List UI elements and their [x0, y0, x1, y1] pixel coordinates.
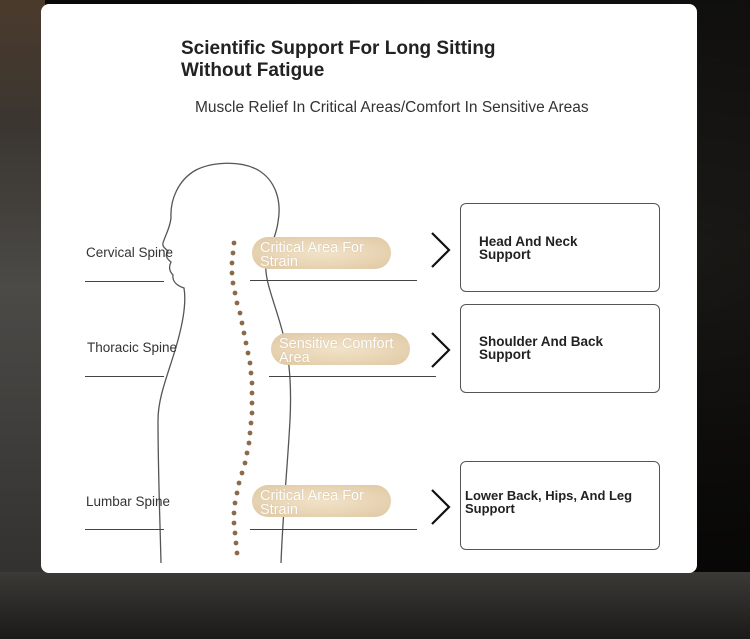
lower-back-support-text: Lower Back, Hips, And Leg Support: [465, 488, 633, 516]
thoracic-underline: [85, 376, 164, 377]
cervical-area-badge: Critical Area For Strain: [252, 237, 391, 269]
cervical-area-underline: [250, 280, 417, 281]
silhouette-outline: [157, 162, 292, 564]
spine-dots: [229, 240, 255, 556]
chevron-right-icon: [431, 332, 451, 368]
background-floor: [0, 572, 750, 639]
page-subtitle: Muscle Relief In Critical Areas/Comfort …: [195, 99, 589, 116]
shoulder-back-support-box: Shoulder And Back Support: [460, 304, 660, 393]
chevron-right-icon: [431, 232, 451, 268]
page-title: Scientific Support For Long Sitting With…: [181, 38, 496, 81]
chevron-right-icon: [431, 489, 451, 525]
lumbar-area-underline: [250, 529, 417, 530]
lumbar-spine-label: Lumbar Spine: [86, 494, 171, 509]
lower-back-support-box: Lower Back, Hips, And Leg Support: [460, 461, 660, 550]
cervical-underline: [85, 281, 164, 282]
cervical-spine-label: Cervical Spine: [86, 245, 174, 260]
shoulder-back-support-text: Shoulder And Back Support: [479, 334, 604, 362]
head-neck-support-box: Head And Neck Support: [460, 203, 660, 292]
head-neck-support-text: Head And Neck Support: [479, 234, 578, 262]
thoracic-spine-label: Thoracic Spine: [87, 340, 178, 355]
thoracic-area-badge: Sensitive Comfort Area: [271, 333, 410, 365]
thoracic-area-underline: [269, 376, 436, 377]
lumbar-underline: [85, 529, 164, 530]
background-left-edge: [0, 0, 45, 639]
lumbar-area-badge: Critical Area For Strain: [252, 485, 391, 517]
